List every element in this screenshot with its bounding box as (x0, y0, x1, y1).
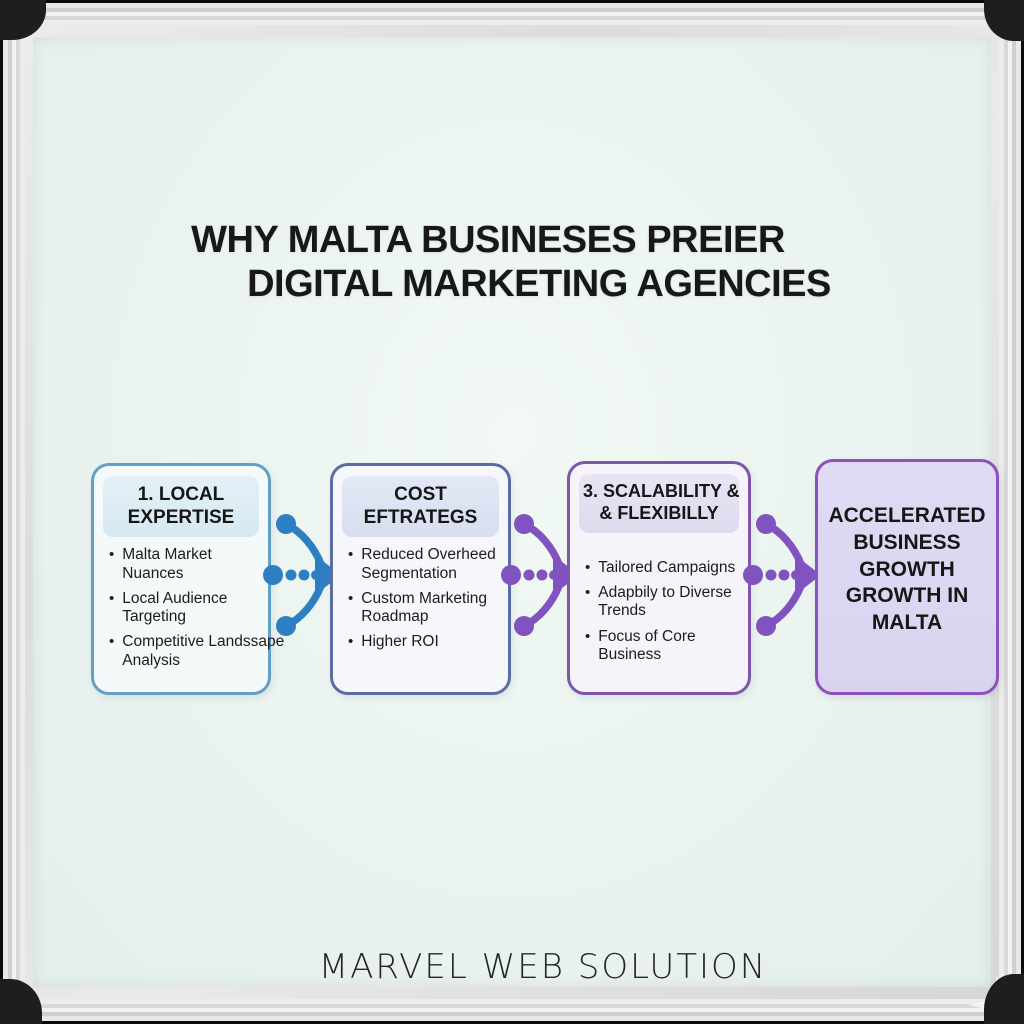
bullet-text: Segmentation (361, 564, 457, 582)
header-line: EFTRATEGS (363, 507, 478, 529)
flow-arrow-icon (263, 514, 341, 636)
result-line: ACCELERATED (828, 503, 986, 527)
bullet-marker: • (109, 589, 115, 607)
bullet-marker: • (348, 546, 354, 564)
bullet-text: Analysis (122, 651, 180, 669)
bullet-text: Focus of Core (598, 627, 696, 645)
bullet-marker: • (585, 558, 591, 576)
title-line-1: WHY MALTA BUSINESES PREIER (191, 219, 785, 261)
bullet-marker: • (348, 589, 354, 607)
bullet-text: Reduced Overheed (361, 546, 496, 564)
result-line: MALTA (871, 611, 943, 635)
title-line-2: DIGITAL MARKETING AGENCIES (247, 263, 831, 305)
bullet-marker: • (348, 633, 354, 651)
flow-box-scalability: 3. SCALABILITY & & FLEXIBILLY • Tailored… (567, 461, 751, 695)
bullet-text: Local Audience (122, 589, 228, 607)
bullet-marker: • (109, 633, 115, 651)
bullet-text: Competitive Landssape (122, 633, 285, 651)
flow-box-header: 3. SCALABILITY & & FLEXIBILLY (579, 474, 740, 533)
bullet-text: Nuances (122, 564, 184, 582)
bullet-text: Targeting (122, 608, 187, 626)
bullet-marker: • (109, 546, 115, 564)
header-line: 3. SCALABILITY & (583, 481, 740, 501)
bullet-text: Higher ROI (361, 633, 439, 651)
header-line: & FLEXIBILLY (599, 502, 719, 523)
bullet-list: • Tailored Campaigns • Adapbily to Diver… (570, 559, 748, 664)
bullet-text: Adapbily to Diverse (598, 584, 732, 602)
bullet-marker: • (585, 627, 591, 645)
bullet-marker: • (585, 584, 591, 602)
result-line: GROWTH (859, 557, 955, 581)
bullet-text: Malta Market (122, 546, 212, 564)
bullet-text: Roadmap (361, 608, 429, 626)
bullet-text: Business (598, 646, 662, 664)
header-line: COST (394, 484, 447, 505)
result-line: BUSINESS (853, 530, 961, 554)
list-item: • Higher ROI (348, 633, 508, 651)
list-item: • Tailored Campaigns (585, 559, 748, 577)
brand-watermark: MARVEL WEB SOLUTION (318, 947, 768, 987)
header-line: EXPERTISE (127, 507, 235, 529)
bullet-text: Tailored Campaigns (598, 558, 736, 576)
result-line: GROWTH IN (845, 584, 969, 608)
flow-box-header: 1. LOCAL EXPERTISE (103, 476, 259, 538)
bullet-text: Trends (598, 602, 646, 620)
result-box-accelerated-growth: ACCELERATED BUSINESS GROWTH GROWTH IN MA… (815, 459, 999, 695)
bullet-text: Custom Marketing (361, 589, 488, 607)
flow-arrow-icon (501, 514, 579, 636)
header-line: 1. LOCAL (137, 484, 225, 505)
whiteboard-surface: WHY MALTA BUSINESES PREIER DIGITAL MARKE… (33, 37, 1024, 1024)
flow-arrow-icon (743, 514, 821, 636)
flow-box-header: COST EFTRATEGS (342, 476, 499, 538)
